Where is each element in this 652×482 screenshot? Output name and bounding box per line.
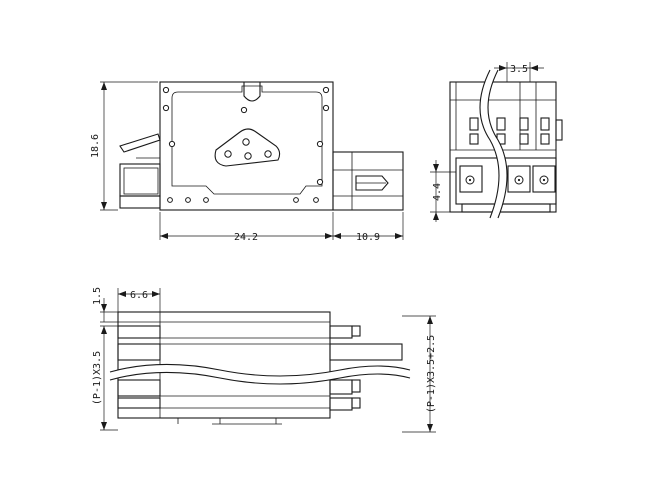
- mounting-hole: [316, 140, 324, 148]
- dim-arrow: [427, 316, 433, 324]
- front-plug-pin: [355, 175, 389, 191]
- dim-arrow: [530, 65, 538, 71]
- side-slot: [469, 117, 479, 131]
- top-pole-section: [117, 343, 161, 361]
- break-line: [479, 69, 500, 219]
- screw-center: [517, 178, 521, 182]
- side-terminal-cell: [507, 165, 531, 193]
- front-view: 18.6 24.2 10.9: [90, 81, 404, 243]
- side-right-tab: [555, 119, 563, 141]
- side-terminal-cell: [459, 165, 483, 193]
- side-slot: [540, 117, 550, 131]
- dim-side-height-label: 4.4: [432, 183, 443, 201]
- dim-arrow: [333, 233, 341, 239]
- dim-top-offset-label: 1.5: [92, 287, 103, 305]
- top-pin: [329, 325, 353, 339]
- dim-top-depth-label: 6.6: [130, 290, 148, 301]
- mounting-hole: [203, 197, 209, 203]
- mounting-hole: [168, 140, 176, 148]
- dim-arrow: [101, 202, 107, 210]
- dim-arrow: [101, 422, 107, 430]
- dim-front-width-label: 24.2: [234, 232, 258, 243]
- terminal-hole: [242, 138, 250, 146]
- side-view: 3.5 4.4: [430, 62, 563, 222]
- mounting-hole: [316, 178, 324, 186]
- mounting-hole: [322, 86, 330, 94]
- front-left-tab-inner: [123, 167, 159, 195]
- dim-arrow: [152, 291, 160, 297]
- top-view: 1.5 6.6 (P-1)X3.5 (P-1)X3.5+2.5: [92, 287, 437, 433]
- dim-plug-depth-label: 10.9: [356, 232, 380, 243]
- break-line: [480, 70, 507, 218]
- side-slot: [519, 133, 529, 145]
- mounting-hole: [313, 197, 319, 203]
- screw-center: [542, 178, 546, 182]
- front-housing-inner-contour: [171, 85, 323, 195]
- break-line: [109, 371, 411, 385]
- dim-pitch-label: 3.5: [510, 64, 528, 75]
- mounting-hole: [162, 86, 170, 94]
- mounting-hole: [162, 104, 170, 112]
- dim-span-left-label: (P-1)X3.5: [92, 351, 103, 405]
- front-plug-body: [332, 151, 404, 211]
- top-pin: [329, 343, 403, 361]
- dim-arrow: [325, 233, 333, 239]
- terminal-hole: [224, 150, 232, 158]
- terminal-hole: [244, 152, 252, 160]
- dim-front-height-label: 18.6: [90, 134, 101, 158]
- side-foot: [461, 203, 551, 213]
- top-pin: [351, 325, 361, 337]
- front-housing-outline: [159, 81, 334, 211]
- break-line: [110, 364, 410, 384]
- dim-arrow: [101, 82, 107, 90]
- side-terminal-cell: [532, 165, 556, 193]
- break-line: [487, 69, 508, 219]
- dim-arrow: [433, 212, 439, 220]
- front-latch-notch: [243, 82, 261, 102]
- mounting-hole: [185, 197, 191, 203]
- mounting-hole: [293, 197, 299, 203]
- dim-arrow: [427, 424, 433, 432]
- top-body-outline: [117, 311, 331, 419]
- dim-arrow: [118, 291, 126, 297]
- front-left-tab: [119, 163, 161, 197]
- side-slot: [540, 133, 550, 145]
- front-release-lever: [119, 133, 161, 153]
- dim-arrow: [101, 304, 107, 312]
- top-pole-section: [117, 379, 161, 397]
- top-pole-section: [117, 397, 161, 409]
- side-slot: [469, 133, 479, 145]
- top-pin: [329, 379, 353, 395]
- top-pin: [351, 379, 361, 393]
- top-pin: [329, 397, 353, 411]
- front-left-tab-foot: [119, 195, 161, 209]
- dim-arrow: [499, 65, 507, 71]
- dim-arrow: [101, 326, 107, 334]
- side-slot: [496, 117, 506, 131]
- dim-arrow: [395, 233, 403, 239]
- front-terminal-plate: [214, 128, 281, 167]
- mounting-hole: [167, 197, 173, 203]
- dim-span-right-label: (P-1)X3.5+2.5: [426, 335, 437, 413]
- mounting-hole: [240, 106, 248, 114]
- terminal-hole: [264, 150, 272, 158]
- dim-arrow: [433, 164, 439, 172]
- top-pole-section: [117, 325, 161, 339]
- screw-center: [468, 178, 472, 182]
- top-pin: [351, 397, 361, 409]
- mounting-hole: [322, 104, 330, 112]
- break-line: [109, 363, 411, 377]
- side-slot: [519, 117, 529, 131]
- dim-arrow: [160, 233, 168, 239]
